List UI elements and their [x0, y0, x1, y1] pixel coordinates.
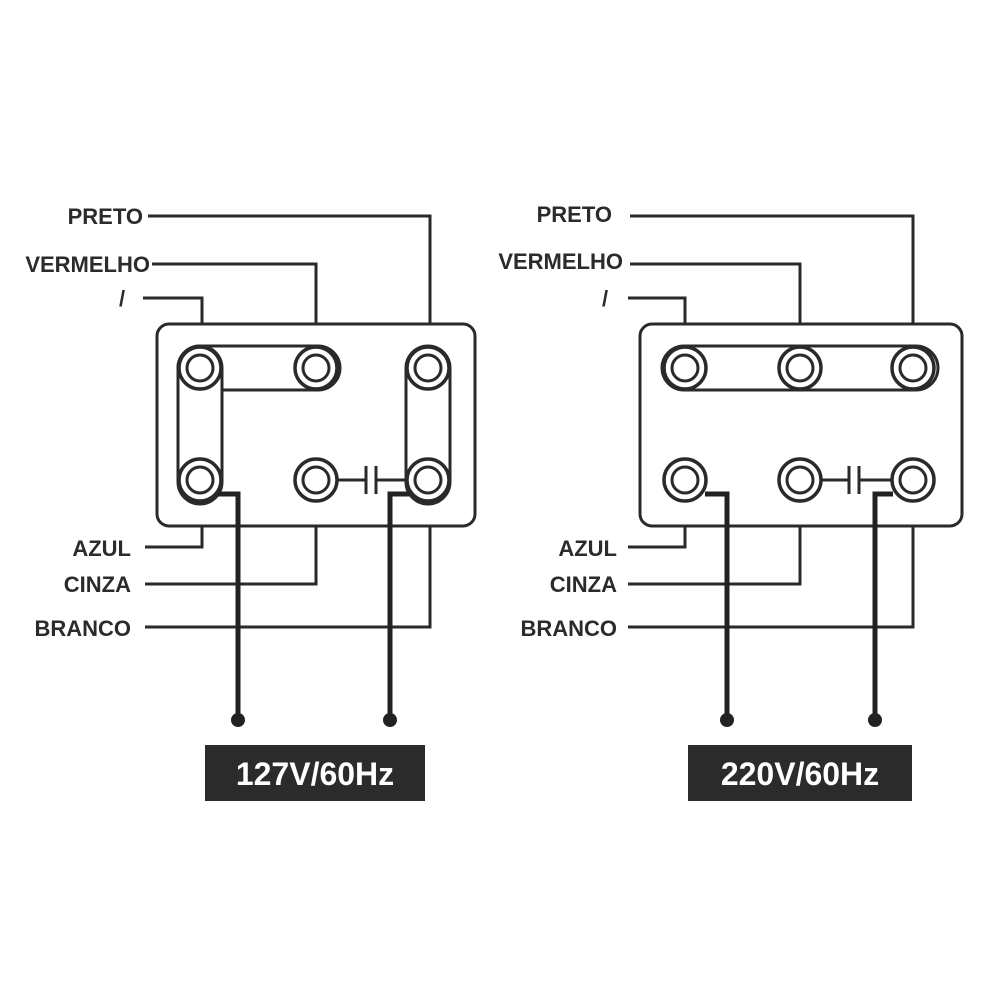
terminal-top-right — [890, 345, 936, 391]
label-vermelho: VERMELHO — [25, 252, 150, 277]
voltage-badge: 127V/60Hz — [205, 745, 425, 801]
label-vermelho: VERMELHO — [498, 249, 623, 274]
terminal-bottom-right — [890, 457, 936, 503]
voltage-label: 127V/60Hz — [236, 756, 394, 792]
wire-preto — [148, 214, 432, 345]
terminal-bottom-middle — [777, 457, 823, 503]
terminal-top-left — [177, 345, 223, 391]
terminal-bottom-right — [405, 457, 451, 503]
voltage-badge: 220V/60Hz — [688, 745, 912, 801]
wire-cinza — [628, 500, 802, 586]
label-branco: BRANCO — [34, 616, 131, 641]
terminal-top-middle — [777, 345, 823, 391]
supply-terminal-dot-right — [868, 713, 882, 727]
wire-vermelho — [630, 262, 802, 345]
terminal-top-middle — [293, 345, 339, 391]
terminal-top-right — [405, 345, 451, 391]
capacitor-symbol — [337, 466, 407, 494]
label-preto: PRETO — [537, 202, 612, 227]
feed-line-right — [872, 491, 893, 720]
label-azul: AZUL — [72, 536, 131, 561]
voltage-label: 220V/60Hz — [721, 756, 879, 792]
diagram-220v: PRETO VERMELHO / AZUL CINZA BRANCO 220V/… — [498, 202, 964, 801]
wire-vermelho — [152, 262, 318, 345]
label-preto: PRETO — [68, 204, 143, 229]
label-azul: AZUL — [558, 536, 617, 561]
wire-branco — [628, 500, 915, 629]
wire-preto — [630, 214, 915, 345]
label-slash: / — [602, 286, 608, 311]
supply-terminal-dot-left — [231, 713, 245, 727]
terminal-top-left — [662, 345, 708, 391]
supply-terminal-dot-left — [720, 713, 734, 727]
terminal-bottom-middle — [293, 457, 339, 503]
label-cinza: CINZA — [550, 572, 617, 597]
label-cinza: CINZA — [64, 572, 131, 597]
feed-line-left — [218, 491, 241, 720]
label-branco: BRANCO — [520, 616, 617, 641]
capacitor-symbol — [821, 466, 892, 494]
terminal-bottom-left — [662, 457, 708, 503]
terminal-bottom-left — [177, 457, 223, 503]
diagram-127v: PRETO VERMELHO / AZUL CINZA BRANCO 127V/… — [25, 204, 477, 801]
supply-terminal-dot-right — [383, 713, 397, 727]
feed-line-left — [705, 491, 730, 720]
label-slash: / — [119, 286, 125, 311]
feed-line-right — [387, 491, 410, 720]
wire-cinza — [145, 500, 318, 586]
